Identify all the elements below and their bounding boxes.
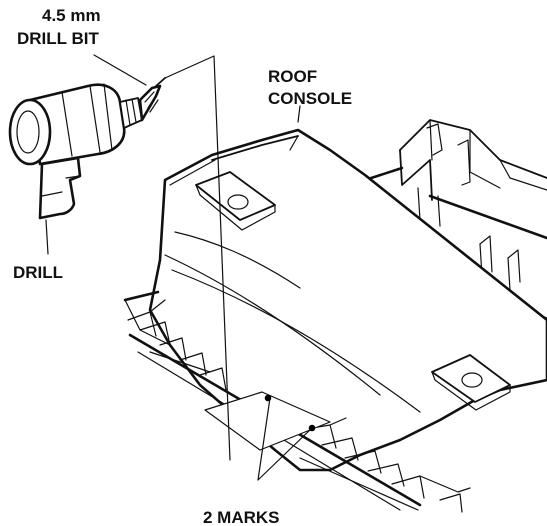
label-roof: ROOF	[268, 67, 317, 86]
leader-mark-2	[257, 427, 313, 481]
label-drill-bit-size: 4.5 mm	[42, 6, 101, 25]
drill-mark-1	[264, 394, 272, 402]
console-pad-lower	[431, 354, 511, 411]
template-sheet	[204, 391, 331, 451]
label-console: CONSOLE	[268, 89, 352, 108]
power-drill-icon	[8, 83, 143, 220]
drill-mark-2	[308, 424, 316, 432]
leader-drill-bit	[93, 54, 147, 86]
leader-roof-console	[297, 105, 301, 123]
label-marks: 2 MARKS	[203, 508, 280, 526]
roof-console	[123, 119, 547, 513]
leader-lines	[45, 54, 313, 481]
leader-drill	[45, 219, 49, 255]
label-drill: DRILL	[13, 263, 63, 282]
leader-alignment	[164, 55, 231, 461]
label-drill-bit: DRILL BIT	[17, 29, 99, 48]
leader-mark-1	[257, 397, 271, 481]
drill-bit-icon	[138, 77, 166, 122]
